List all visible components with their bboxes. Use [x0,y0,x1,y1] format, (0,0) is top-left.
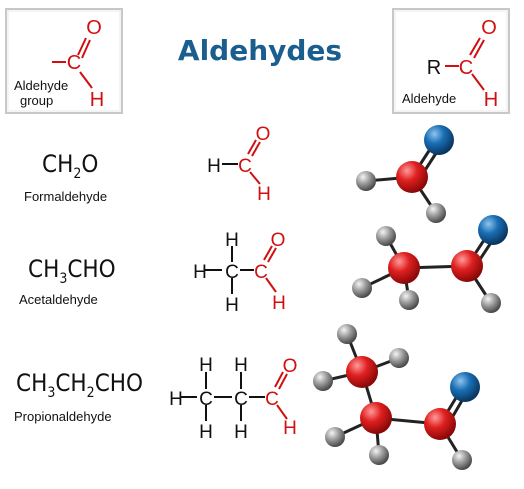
hydrogen-symbol: H [199,355,213,376]
hydrogen-symbol: H [225,230,239,251]
hydrogen-symbol: H [234,355,248,376]
oxygen-symbol: O [256,124,271,145]
oxygen-symbol: O [283,356,298,377]
formaldehyde-row: CH2O Formaldehyde H C O H [24,124,454,223]
r-group-symbol: R [427,57,441,79]
propionaldehyde-name: Propionaldehyde [14,409,112,424]
formaldehyde-formula: CH2O [42,150,98,182]
aldehyde-generic-box: R C O H Aldehyde [392,8,510,114]
page-title: Aldehydes [178,34,342,67]
hydrogen-symbol: H [234,422,248,443]
acetaldehyde-3d-model [352,215,508,313]
acetaldehyde-row: CH3CHO Acetaldehyde H H C H C O H [19,215,508,316]
propionaldehyde-3d-model [313,324,480,470]
oxygen-symbol: O [481,17,497,39]
hydrogen-symbol: H [193,262,207,283]
carbon-symbol: C [234,389,248,410]
hydrogen-symbol: H [225,295,239,316]
hydrogen-symbol: H [257,184,271,205]
hydrogen-symbol: H [272,293,286,314]
aldehyde-group-label: Aldehyde [14,78,68,93]
formaldehyde-name: Formaldehyde [24,189,107,204]
oxygen-symbol: O [86,17,102,39]
hydrogen-symbol: H [169,389,183,410]
svg-text:C: C [67,52,81,74]
hydrogen-symbol: H [207,156,221,177]
hydrogen-symbol: H [90,89,104,111]
acetaldehyde-name: Acetaldehyde [19,292,98,307]
carbon-symbol: C [238,156,252,177]
aldehyde-generic-label: Aldehyde [402,91,456,106]
carbon-symbol: C [459,57,473,79]
hydrogen-symbol: H [484,89,498,111]
carbon-symbol: C [265,389,279,410]
hydrogen-symbol: H [199,422,213,443]
carbon-symbol: C [225,262,239,283]
carbon-symbol: C [199,389,213,410]
formaldehyde-3d-model [356,125,454,223]
aldehyde-group-box: C O H Aldehyde group [5,8,123,114]
propionaldehyde-formula: CH3CH2CHO [16,369,143,401]
hydrogen-symbol: H [283,418,297,439]
aldehyde-group-label-2: group [20,93,53,108]
carbon-symbol: C [254,262,268,283]
oxygen-symbol: O [271,230,286,251]
propionaldehyde-row: CH3CH2CHO Propionaldehyde H H C H H C H … [14,324,480,470]
acetaldehyde-formula: CH3CHO [28,255,116,287]
